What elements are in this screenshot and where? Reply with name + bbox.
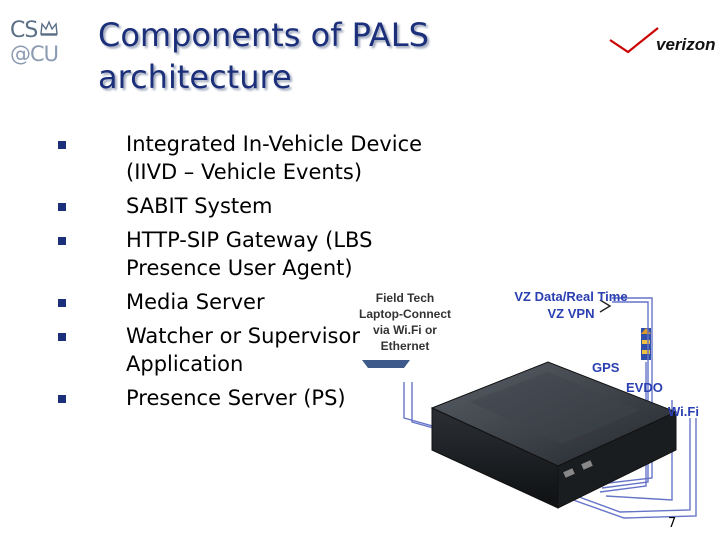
bullet-square-icon bbox=[58, 333, 66, 341]
crown-icon bbox=[40, 20, 58, 36]
list-item: Integrated In-Vehicle Device (IIVD – Veh… bbox=[58, 130, 468, 186]
list-item: SABIT System bbox=[58, 192, 468, 220]
bullet-square-icon bbox=[58, 299, 66, 307]
bullet-square-icon bbox=[58, 141, 66, 149]
page-number: 7 bbox=[668, 516, 677, 531]
slide-title-line-1: Components of PALS bbox=[98, 16, 429, 54]
wifi-label: Wi.Fi bbox=[668, 404, 699, 419]
gps-label: GPS bbox=[592, 360, 620, 375]
laptop-icon bbox=[362, 360, 410, 368]
logo-line-cu: @CU bbox=[10, 42, 59, 66]
bullet-square-icon bbox=[58, 203, 66, 211]
component-list: Integrated In-Vehicle Device (IIVD – Veh… bbox=[58, 130, 468, 412]
verizon-wordmark: verizon bbox=[656, 35, 716, 54]
slide-title-line-2: architecture bbox=[98, 58, 292, 96]
list-item: Watcher or Supervisor Application bbox=[58, 322, 468, 378]
gps-antenna-icon bbox=[641, 328, 651, 360]
list-item: Media Server bbox=[58, 288, 468, 316]
bullet-square-icon bbox=[58, 395, 66, 403]
verizon-logo: verizon bbox=[609, 27, 716, 54]
evdo-label: EVDO bbox=[626, 380, 663, 395]
vz-vpn-label: VZ Data/Real Time VZ VPN bbox=[514, 289, 628, 321]
bullet-square-icon bbox=[58, 237, 66, 245]
list-item: Presence Server (PS) bbox=[58, 384, 468, 412]
iivd-device-box bbox=[430, 361, 678, 509]
vpn-arrow bbox=[599, 299, 612, 313]
list-item: HTTP-SIP Gateway (LBS Presence User Agen… bbox=[58, 226, 468, 282]
field-tech-label: Field Tech Laptop-Connect via Wi.Fi or E… bbox=[359, 291, 451, 353]
cs-cu-logo: CS @CU bbox=[10, 18, 62, 68]
slide-title: Components of PALS architecture bbox=[98, 14, 518, 98]
logo-line-cs: CS bbox=[10, 18, 38, 43]
